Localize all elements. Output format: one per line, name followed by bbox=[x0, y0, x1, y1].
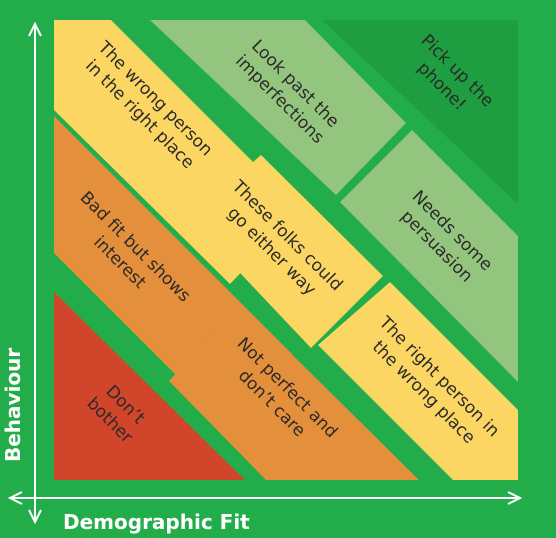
segment-shape-look-past-the-imperfections bbox=[150, 20, 406, 195]
segment-shape-pick-up-the-phone bbox=[322, 20, 518, 204]
axes-group: Demographic Fit Behaviour bbox=[1, 21, 523, 534]
x-axis-left-arrow-icon bbox=[7, 491, 23, 505]
y-axis-arrow-icon bbox=[28, 21, 42, 37]
segment-shape-right-person-wrong-place bbox=[318, 282, 518, 480]
x-axis-label: Demographic Fit bbox=[63, 510, 250, 534]
segment-pick-up-the-phone: Pick up thephone! bbox=[322, 20, 518, 204]
segment-look-past-the-imperfections: Look past theimperfections bbox=[150, 20, 406, 195]
segment-not-perfect-and-dont-care: Not perfect anddon’t care bbox=[169, 302, 419, 480]
segment-shape-not-perfect-and-dont-care bbox=[169, 302, 419, 480]
segment-shape-needs-some-persuasion bbox=[340, 130, 518, 382]
x-axis-arrow-icon bbox=[507, 491, 523, 505]
segment-needs-some-persuasion: Needs somepersuasion bbox=[340, 130, 518, 382]
segment-label-bad-fit-but-shows-interest: Bad fit but showsinterest bbox=[60, 188, 194, 322]
y-axis-bottom-arrow-icon bbox=[28, 509, 42, 525]
segment-shape-dont-bother bbox=[54, 292, 245, 480]
y-axis-label: Behaviour bbox=[1, 348, 25, 462]
segment-shape-folks-could-go-either-way bbox=[189, 155, 383, 348]
segment-dont-bother: Don’tbother bbox=[54, 292, 245, 480]
